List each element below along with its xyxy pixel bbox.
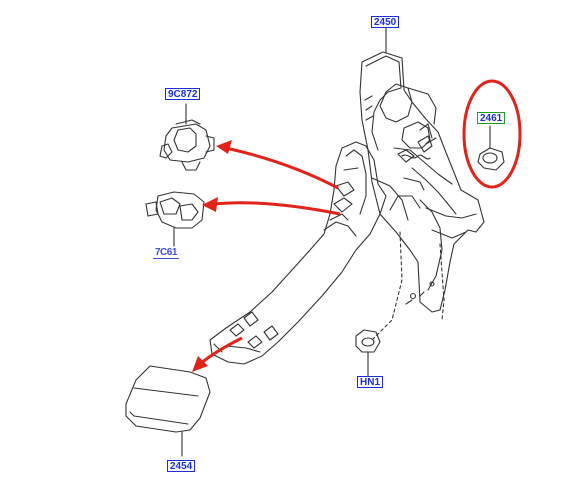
callout-2454[interactable]: 2454 [167,460,196,472]
callout-9c872[interactable]: 9C872 [165,88,201,100]
pedal-pad [125,365,211,457]
nut-2461 [477,125,505,171]
callout-2461[interactable]: 2461 [477,112,506,124]
highlight-ring [462,79,522,189]
flange-nut-hn1 [355,329,381,377]
callout-2450[interactable]: 2450 [371,16,400,28]
pedal-arm [209,141,387,365]
pedal-sensor-lower [145,191,205,247]
pedal-bracket [359,51,485,341]
callout-hn1[interactable]: HN1 [357,376,384,388]
red-arrows [192,140,341,372]
pedal-sensor-upper [159,103,215,171]
callout-7c61[interactable]: 7C61 [153,247,179,259]
